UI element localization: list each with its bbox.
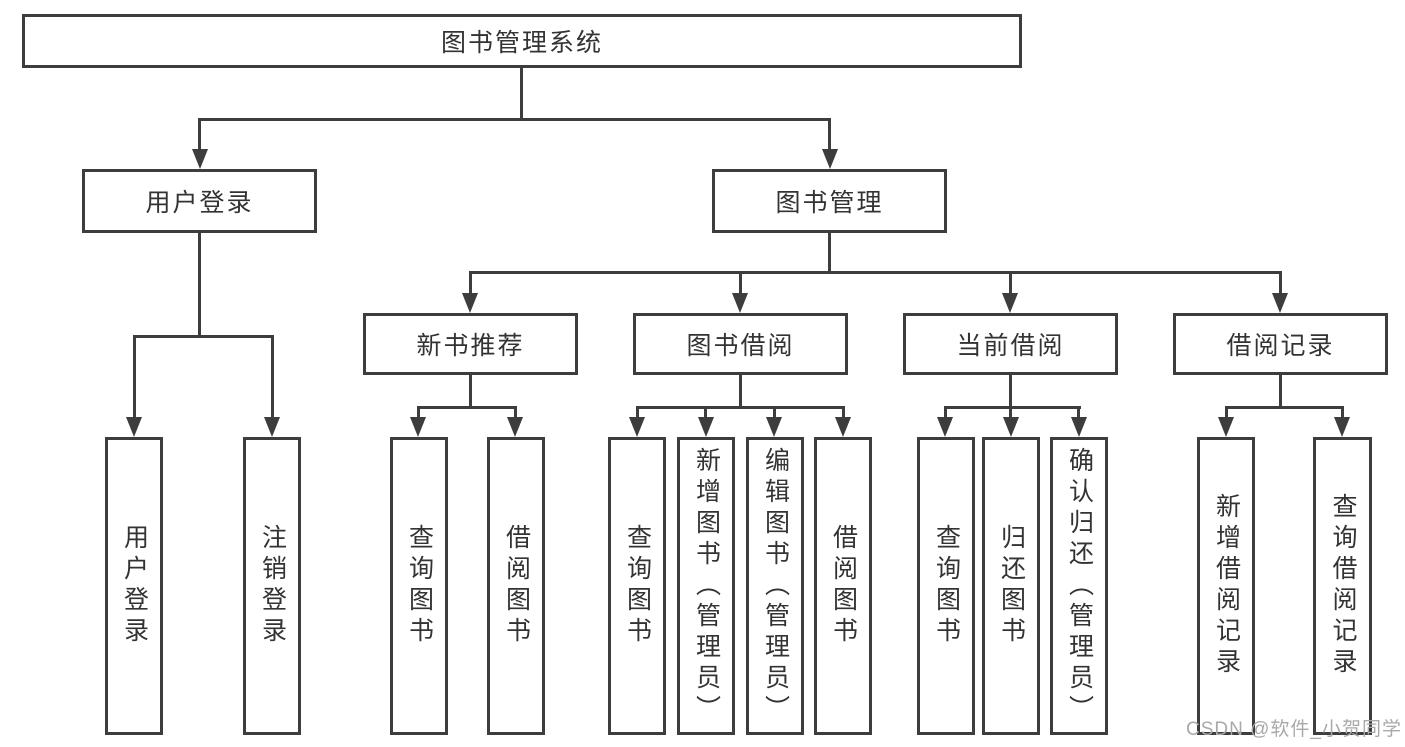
connector-line bbox=[704, 406, 707, 420]
connector-line bbox=[828, 233, 831, 271]
node-label: 新书推荐 bbox=[416, 332, 525, 360]
connector-line bbox=[739, 375, 742, 406]
connector-line bbox=[514, 406, 517, 420]
arrow-down-icon bbox=[462, 293, 478, 313]
connector-line bbox=[1225, 406, 1228, 420]
node-leaf-add-books-admin: 新增图书（管理员） bbox=[677, 437, 735, 735]
node-leaf-borrow-books-recommend: 借阅图书 bbox=[487, 437, 545, 735]
connector-line bbox=[1009, 406, 1012, 420]
arrow-down-icon bbox=[732, 293, 748, 313]
connector-line bbox=[773, 406, 776, 420]
node-label: 确认归还（管理员） bbox=[1065, 446, 1094, 726]
connector-line bbox=[1279, 375, 1282, 406]
connector-line bbox=[1341, 406, 1344, 420]
connector-line bbox=[198, 118, 831, 121]
connector-line bbox=[520, 68, 523, 118]
connector-line bbox=[1009, 375, 1012, 406]
connector-line bbox=[469, 271, 1282, 274]
connector-line bbox=[417, 406, 420, 420]
node-leaf-query-borrow-record: 查询借阅记录 bbox=[1313, 437, 1372, 735]
arrow-down-icon bbox=[1272, 293, 1288, 313]
node-leaf-query-books-borrowing: 查询图书 bbox=[608, 437, 666, 735]
node-label: 新增图书（管理员） bbox=[692, 446, 721, 726]
node-root-library-management-system: 图书管理系统 bbox=[22, 14, 1022, 68]
connector-line bbox=[417, 406, 517, 409]
node-label: 借阅记录 bbox=[1226, 332, 1335, 360]
connector-line bbox=[944, 406, 947, 420]
node-label: 借阅图书 bbox=[502, 524, 531, 648]
arrow-down-icon bbox=[1218, 417, 1234, 437]
arrow-down-icon bbox=[1003, 417, 1019, 437]
node-user-login: 用户登录 bbox=[82, 169, 317, 233]
connector-line bbox=[469, 375, 472, 406]
node-current-borrowing: 当前借阅 bbox=[903, 313, 1118, 375]
node-leaf-return-books: 归还图书 bbox=[982, 437, 1040, 735]
arrow-down-icon bbox=[264, 417, 280, 437]
node-leaf-add-borrow-record: 新增借阅记录 bbox=[1197, 437, 1255, 735]
connector-line bbox=[842, 406, 845, 420]
node-leaf-confirm-return-admin: 确认归还（管理员） bbox=[1050, 437, 1108, 735]
node-label: 查询借阅记录 bbox=[1329, 493, 1357, 679]
arrow-down-icon bbox=[629, 417, 645, 437]
connector-line bbox=[1279, 271, 1282, 297]
node-book-management: 图书管理 bbox=[712, 169, 947, 233]
node-leaf-query-books-recommend: 查询图书 bbox=[390, 437, 448, 735]
arrow-down-icon bbox=[410, 417, 426, 437]
node-label: 用户登录 bbox=[120, 524, 149, 648]
node-book-borrowing: 图书借阅 bbox=[633, 313, 848, 375]
node-leaf-logout: 注销登录 bbox=[243, 437, 301, 735]
node-leaf-query-books-current: 查询图书 bbox=[917, 437, 975, 735]
node-label: 新增借阅记录 bbox=[1212, 493, 1241, 679]
connector-line bbox=[271, 335, 274, 419]
connector-line bbox=[1225, 406, 1343, 409]
node-leaf-borrow-books: 借阅图书 bbox=[814, 437, 872, 735]
node-label: 图书管理 bbox=[775, 189, 884, 217]
node-leaf-user-login: 用户登录 bbox=[105, 437, 163, 735]
node-label: 编辑图书（管理员） bbox=[761, 446, 790, 726]
arrow-down-icon bbox=[126, 417, 142, 437]
node-label: 图书借阅 bbox=[686, 332, 795, 360]
node-label: 当前借阅 bbox=[956, 332, 1065, 360]
connector-line bbox=[944, 406, 1081, 409]
connector-line bbox=[1009, 271, 1012, 297]
node-leaf-edit-books-admin: 编辑图书（管理员） bbox=[746, 437, 804, 735]
arrow-down-icon bbox=[822, 149, 838, 169]
connector-line bbox=[739, 271, 742, 297]
connector-line bbox=[636, 406, 844, 409]
connector-line bbox=[198, 233, 201, 335]
arrow-down-icon bbox=[1334, 417, 1350, 437]
node-label: 用户登录 bbox=[145, 189, 254, 217]
node-new-book-recommendation: 新书推荐 bbox=[363, 313, 578, 375]
arrow-down-icon bbox=[835, 417, 851, 437]
connector-line bbox=[133, 335, 274, 338]
node-label: 借阅图书 bbox=[829, 524, 858, 648]
arrow-down-icon bbox=[766, 417, 782, 437]
node-label: 查询图书 bbox=[405, 524, 434, 648]
connector-line bbox=[1077, 406, 1080, 420]
connector-line bbox=[198, 118, 201, 151]
csdn-watermark: CSDN @软件_小贺同学 bbox=[1186, 719, 1402, 740]
node-label: 查询图书 bbox=[623, 524, 652, 648]
connector-line bbox=[636, 406, 639, 420]
arrow-down-icon bbox=[1071, 417, 1087, 437]
arrow-down-icon bbox=[1002, 293, 1018, 313]
node-label: 查询图书 bbox=[932, 524, 961, 648]
node-label: 归还图书 bbox=[997, 524, 1026, 648]
arrow-down-icon bbox=[698, 417, 714, 437]
connector-line bbox=[828, 118, 831, 151]
connector-line bbox=[469, 271, 472, 297]
connector-line bbox=[133, 335, 136, 419]
node-label: 注销登录 bbox=[258, 524, 287, 648]
node-label: 图书管理系统 bbox=[440, 29, 603, 57]
arrow-down-icon bbox=[937, 417, 953, 437]
node-borrowing-records: 借阅记录 bbox=[1173, 313, 1388, 375]
arrow-down-icon bbox=[507, 417, 523, 437]
arrow-down-icon bbox=[192, 149, 208, 169]
